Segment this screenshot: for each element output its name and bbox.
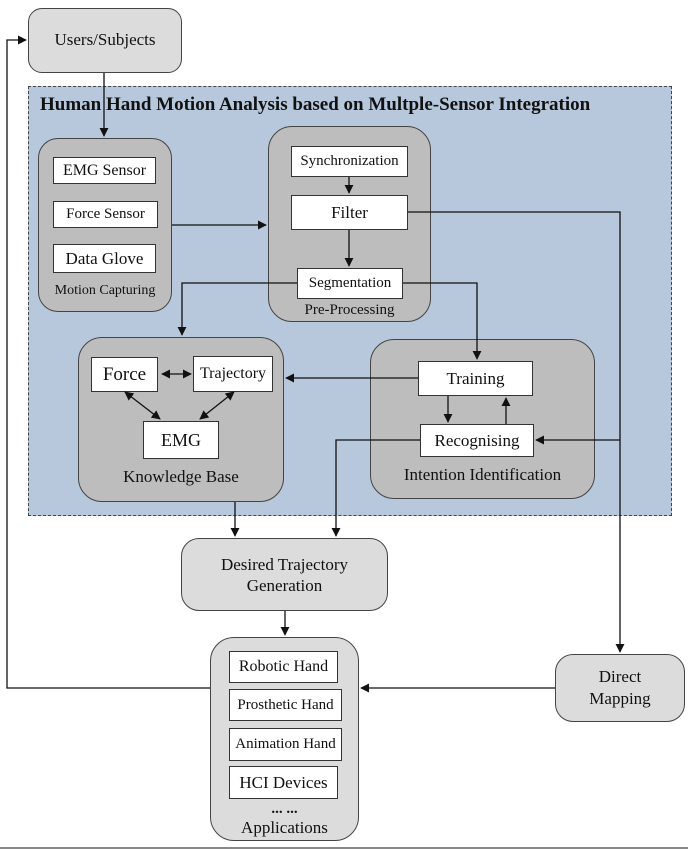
synchronization-node: Synchronization <box>291 146 408 177</box>
applications-label: Applications <box>241 818 328 837</box>
desired-trajectory-label-line2: Generation <box>246 576 323 595</box>
desired-trajectory-label-line1: Desired Trajectory <box>220 555 348 574</box>
users-subjects-label: Users/Subjects <box>54 30 156 49</box>
ellipsis-label: ... ... <box>271 801 298 817</box>
training-label: Training <box>446 368 505 388</box>
filter-node: Filter <box>291 195 408 230</box>
force-sensor-node: Force Sensor <box>53 201 158 228</box>
prosthetic-hand-label: Prosthetic Hand <box>237 696 334 713</box>
training-node: Training <box>418 361 533 396</box>
pre-processing-label: Pre-Processing <box>304 302 395 318</box>
recognising-label: Recognising <box>434 430 520 450</box>
animation-hand-label: Animation Hand <box>235 736 336 752</box>
force-node: Force <box>91 357 158 392</box>
motion-capturing-label: Motion Capturing <box>54 283 156 298</box>
segmentation-label: Segmentation <box>308 275 392 291</box>
robotic-hand-node: Robotic Hand <box>229 651 338 683</box>
segmentation-node: Segmentation <box>297 268 403 299</box>
force-sensor-label: Force Sensor <box>66 206 145 222</box>
force-label: Force <box>102 363 147 385</box>
intention-identification-label: Intention Identification <box>403 465 562 484</box>
emg-node: EMG <box>143 421 219 459</box>
direct-mapping-label-line2: Mapping <box>589 689 651 708</box>
synchronization-label: Synchronization <box>300 153 399 169</box>
recognising-node: Recognising <box>420 424 534 457</box>
region-title: Human Hand Motion Analysis based on Mult… <box>40 94 591 115</box>
trajectory-label: Trajectory <box>199 365 267 382</box>
emg-sensor-node: EMG Sensor <box>53 157 156 184</box>
hci-devices-node: HCI Devices <box>229 766 338 799</box>
emg-sensor-label: EMG Sensor <box>62 161 147 179</box>
prosthetic-hand-node: Prosthetic Hand <box>229 689 342 721</box>
data-glove-node: Data Glove <box>53 244 156 273</box>
hci-devices-label: HCI Devices <box>239 772 328 792</box>
direct-mapping-node <box>555 654 685 722</box>
emg-label: EMG <box>161 429 201 450</box>
direct-mapping-label-line1: Direct <box>598 667 642 686</box>
filter-label: Filter <box>331 202 368 222</box>
animation-hand-node: Animation Hand <box>229 728 342 761</box>
robotic-hand-label: Robotic Hand <box>238 658 329 675</box>
trajectory-node: Trajectory <box>193 356 273 392</box>
data-glove-label: Data Glove <box>65 248 144 268</box>
knowledge-base-label: Knowledge Base <box>123 467 239 486</box>
